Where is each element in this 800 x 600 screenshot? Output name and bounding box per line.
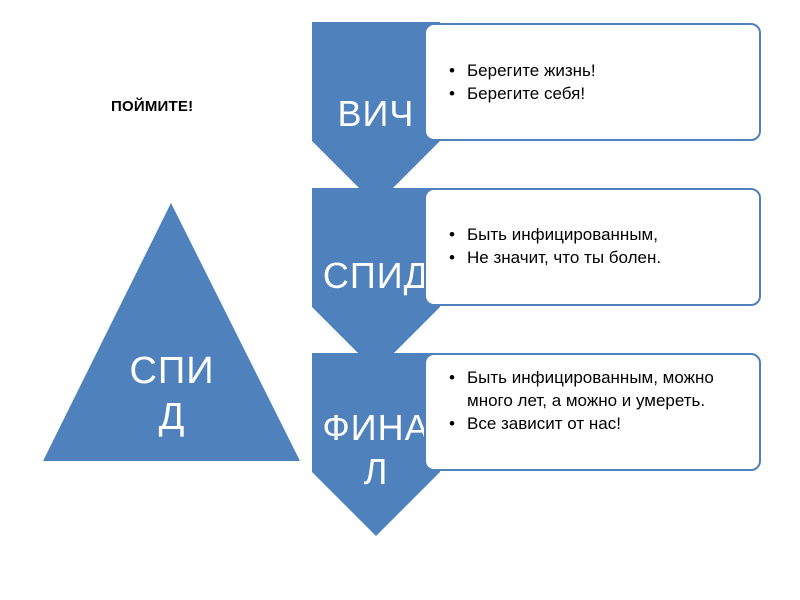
list-item: Быть инфицированным, [445,223,750,246]
list-item: Берегите жизнь! [445,59,745,82]
triangle-label-line: Д [158,396,186,438]
list-item: Быть инфицированным, можно много лет, а … [445,366,745,412]
step-label-line: ФИНА [322,407,430,448]
chevron-shape-final [312,353,440,536]
step-label-line: ВИЧ [337,93,415,134]
list-item: Берегите себя! [445,82,745,105]
step-label-final: ФИНА Л [311,406,441,494]
step-label-line: СПИД [322,255,430,296]
step-bullets-final: Быть инфицированным, можно много лет, а … [445,366,745,435]
chevron-shape-spid [312,188,440,371]
list-item: Все зависит от нас! [445,412,745,435]
chevron-shape-vich [312,22,440,205]
triangle-shape [43,203,300,461]
triangle-label: СПИ Д [110,348,234,440]
step-bullets-spid: Быть инфицированным, Не значит, что ты б… [445,223,750,269]
step-bullets-vich: Берегите жизнь! Берегите себя! [445,59,745,105]
list-item: Не значит, что ты болен. [445,246,750,269]
step-label-spid: СПИД [311,254,441,298]
page-title: ПОЙМИТЕ! [111,98,194,115]
step-label-vich: ВИЧ [311,92,441,136]
step-label-line: Л [363,451,389,492]
triangle-label-line: СПИ [129,350,215,392]
